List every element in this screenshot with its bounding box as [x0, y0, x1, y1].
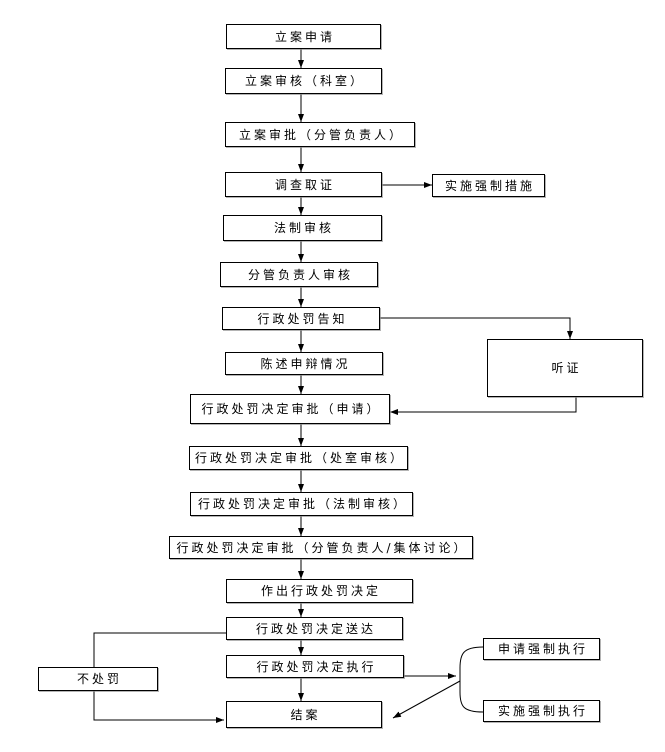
node-penalty-notification: 行政处罚告知 [222, 307, 380, 330]
node-investigation-evidence: 调查取证 [225, 172, 382, 197]
node-case-closed: 结案 [226, 701, 382, 728]
node-case-filing-approval: 立案审批（分管负责人） [225, 122, 415, 147]
node-penalty-decision-execution: 行政处罚决定执行 [226, 655, 404, 678]
node-penalty-decision-approval-application: 行政处罚决定审批（申请） [190, 394, 390, 424]
node-penalty-decision-approval-legal-review: 行政处罚决定审批（法制审核） [190, 492, 413, 516]
edge-enforcement-branch-bracket [459, 646, 484, 713]
node-make-penalty-decision: 作出行政处罚决定 [226, 579, 413, 603]
node-penalty-decision-approval-office-review: 行政处罚决定审批（处室审核） [189, 446, 408, 470]
edge-no-penalty-to-case-closed [93, 691, 224, 723]
node-case-filing-review: 立案审核（科室） [225, 68, 382, 94]
node-implement-compulsory-enforcement: 实施强制执行 [483, 700, 600, 722]
edge-delivery-to-no-penalty [93, 632, 226, 667]
node-statement-defense: 陈述申辩情况 [225, 352, 383, 375]
node-no-penalty: 不处罚 [38, 667, 158, 691]
node-hearing: 听证 [487, 339, 643, 397]
node-apply-compulsory-enforcement: 申请强制执行 [483, 638, 600, 660]
node-penalty-decision-delivery: 行政处罚决定送达 [226, 617, 403, 640]
node-case-filing-application: 立案申请 [226, 24, 381, 49]
edge-enforcement-to-case-closed [392, 680, 461, 719]
edge-hearing-to-decision-approval [390, 397, 577, 415]
node-legal-review: 法制审核 [223, 215, 382, 241]
node-implement-compulsory-measures: 实施强制措施 [432, 174, 545, 197]
edge-notification-to-hearing [380, 317, 573, 339]
node-penalty-decision-approval-leader-discussion: 行政处罚决定审批（分管负责人/集体讨论） [169, 536, 473, 559]
node-leader-review: 分管负责人审核 [220, 262, 378, 287]
